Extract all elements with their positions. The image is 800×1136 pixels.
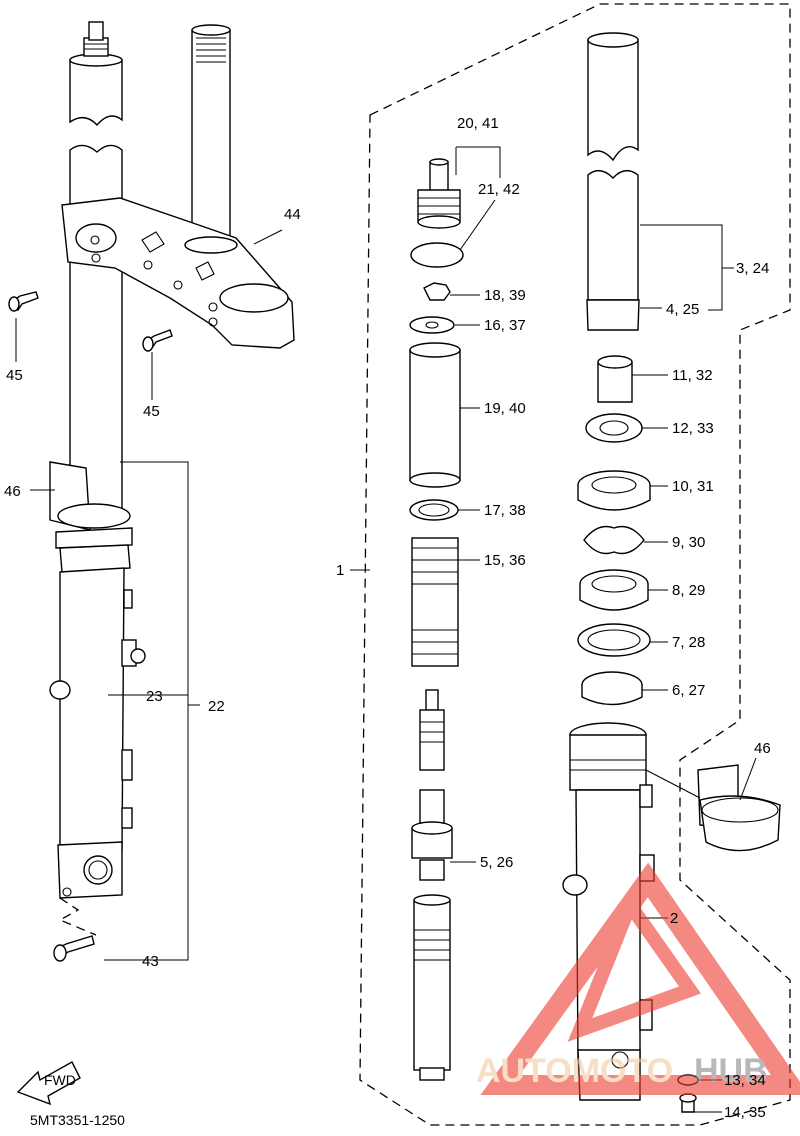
label-17-38: 17, 38 <box>484 502 526 519</box>
label-4-25: 4, 25 <box>666 301 699 318</box>
label-46-left: 46 <box>4 483 21 500</box>
label-9-30: 9, 30 <box>672 534 705 551</box>
label-44: 44 <box>284 206 301 223</box>
label-3-24: 3, 24 <box>736 260 769 277</box>
label-6-27: 6, 27 <box>672 682 705 699</box>
label-23: 23 <box>146 688 163 705</box>
label-13-34: 13, 34 <box>724 1072 766 1089</box>
fwd-label: FWD <box>44 1072 76 1088</box>
diagram-code: 5MT3351-1250 <box>30 1112 125 1128</box>
watermark-brand-a: AUTOMOTO <box>476 1052 673 1090</box>
watermark: AUTOMOTO HUB <box>476 862 800 1095</box>
right-fork-assembly <box>359 3 791 1126</box>
label-19-40: 19, 40 <box>484 400 526 417</box>
label-2: 2 <box>670 910 678 927</box>
label-7-28: 7, 28 <box>672 634 705 651</box>
label-15-36: 15, 36 <box>484 552 526 569</box>
label-22: 22 <box>208 698 225 715</box>
watermark-triangle-icon <box>480 862 800 1095</box>
label-18-39: 18, 39 <box>484 287 526 304</box>
label-16-37: 16, 37 <box>484 317 526 334</box>
label-45-left: 45 <box>6 367 23 384</box>
leader-lines <box>15 146 757 1113</box>
label-14-35: 14, 35 <box>724 1104 766 1121</box>
callout-labels: 44 45 45 46 23 22 43 20, 41 21, 42 18, 3… <box>4 115 771 1128</box>
watermark-inner-icon <box>567 890 702 1042</box>
label-46-right: 46 <box>754 740 771 757</box>
label-10-31: 10, 31 <box>672 478 714 495</box>
label-20-41: 20, 41 <box>457 115 499 132</box>
label-5-26: 5, 26 <box>480 854 513 871</box>
label-12-33: 12, 33 <box>672 420 714 437</box>
watermark-brand-b: HUB <box>694 1052 768 1090</box>
label-8-29: 8, 29 <box>672 582 705 599</box>
fwd-arrow-icon: FWD <box>16 1061 81 1106</box>
label-1: 1 <box>336 562 344 579</box>
label-45-right: 45 <box>143 403 160 420</box>
label-11-32: 11, 32 <box>672 367 713 384</box>
label-21-42: 21, 42 <box>478 181 520 198</box>
label-43: 43 <box>142 953 159 970</box>
left-fork-assembly <box>8 21 295 962</box>
